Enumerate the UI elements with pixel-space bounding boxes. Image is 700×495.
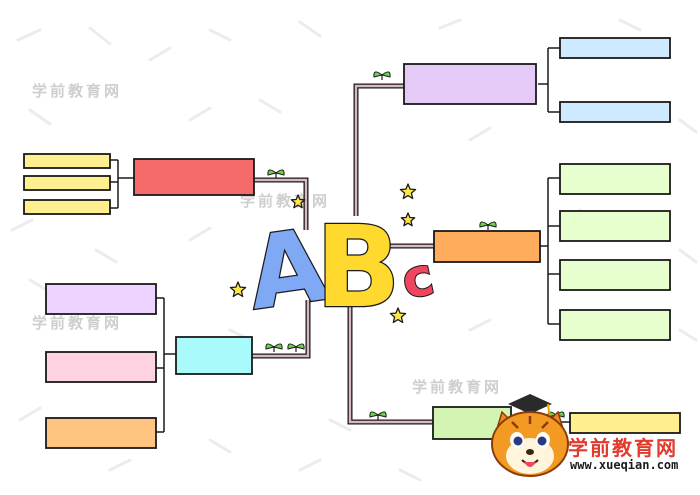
brand-url: www.xueqian.com <box>570 458 678 472</box>
background-dash <box>680 330 696 340</box>
background-dash <box>30 110 50 124</box>
leaf-box <box>560 260 670 290</box>
background-dash <box>440 20 460 28</box>
background-dash <box>210 30 230 40</box>
background-dash <box>12 220 32 230</box>
background-dash <box>150 48 170 60</box>
branch-box-mid-right <box>434 231 540 262</box>
leaf-box <box>560 38 670 58</box>
brand-name: 学前教育网 <box>568 432 678 461</box>
letter-c: c <box>396 246 439 311</box>
star-icon <box>401 213 414 226</box>
leaf-box <box>560 102 670 122</box>
background-dash <box>470 320 490 330</box>
sprout-icon <box>374 72 390 80</box>
star-icon <box>291 195 304 208</box>
brand-logo: 学前教育网 www.xueqian.com <box>484 392 694 492</box>
leaf-box <box>46 418 156 448</box>
branch-box-top-right <box>404 64 536 104</box>
background-dash <box>96 250 116 262</box>
star-icon <box>230 282 245 297</box>
background-dash <box>260 100 280 112</box>
background-dash <box>680 250 696 262</box>
background-dash <box>620 20 640 30</box>
background-dash <box>210 440 230 452</box>
background-dash <box>300 460 320 470</box>
sprout-icon <box>288 344 304 352</box>
leaf-box <box>560 164 670 194</box>
leaf-box <box>46 352 156 382</box>
tiger-mascot-icon <box>484 392 574 492</box>
branch-box-bottom-left <box>176 337 252 374</box>
background-dash <box>20 408 40 420</box>
connector-top-right <box>356 86 406 216</box>
branch-box-top-left <box>134 159 254 195</box>
sprout-icon <box>266 344 282 352</box>
connector-top-right <box>356 86 406 216</box>
leaf-box <box>46 284 156 314</box>
background-dash <box>470 128 490 140</box>
sprout-icon <box>268 170 284 178</box>
letter-b: B <box>315 203 400 333</box>
leaf-box <box>560 211 670 241</box>
leaf-box <box>24 200 110 214</box>
background-dash <box>300 22 320 36</box>
background-dash <box>110 460 130 470</box>
background-dash <box>190 228 210 240</box>
background-dash <box>330 420 350 430</box>
star-icon <box>400 184 415 199</box>
leaf-box <box>560 310 670 340</box>
background-dash <box>400 470 420 480</box>
background-dash <box>18 30 40 40</box>
background-dash <box>680 120 696 132</box>
sprout-icon <box>370 412 386 420</box>
leaf-box <box>24 176 110 190</box>
background-dash <box>190 108 210 120</box>
leaf-box <box>24 154 110 168</box>
sprout-icon <box>480 222 496 230</box>
background-dash <box>90 28 110 44</box>
